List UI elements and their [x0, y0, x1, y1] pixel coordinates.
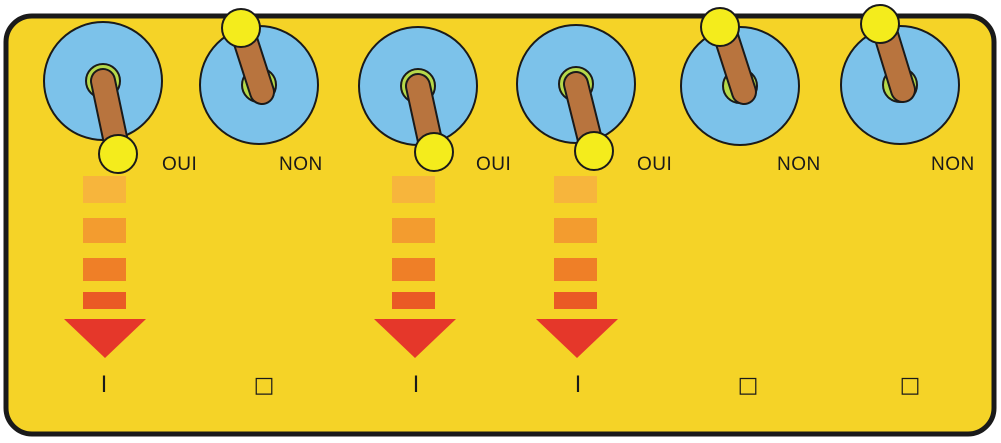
binary-digit: I — [575, 373, 582, 398]
switch-label: OUI — [637, 154, 672, 175]
lever-knob — [221, 8, 261, 48]
arrow-band-3 — [392, 258, 435, 281]
arrow-band-3 — [554, 258, 597, 281]
lever-knob — [98, 134, 138, 174]
binary-digit: □ — [254, 373, 275, 398]
arrow-head — [374, 319, 456, 358]
toggle-switch-6[interactable]: NON □ — [840, 4, 975, 398]
arrow-band-4 — [554, 292, 597, 309]
toggle-switch-4[interactable]: OUI I — [516, 24, 672, 398]
switch-label: NON — [931, 154, 975, 175]
arrow-band-4 — [83, 292, 126, 309]
toggle-switch-5[interactable]: NON □ — [680, 7, 821, 398]
binary-digit: I — [413, 373, 420, 398]
arrow-band-2 — [392, 218, 435, 243]
arrow-band-1 — [392, 176, 435, 203]
arrow-band-1 — [83, 176, 126, 203]
toggle-switch-3[interactable]: OUI I — [358, 26, 511, 398]
binary-digit: □ — [738, 373, 759, 398]
lever-knob — [574, 131, 614, 171]
lever-knob — [700, 7, 740, 47]
arrow-band-1 — [554, 176, 597, 203]
down-arrow — [64, 176, 146, 358]
switch-label: NON — [777, 154, 821, 175]
arrow-head — [536, 319, 618, 358]
lever-knob — [414, 132, 454, 172]
toggle-switch-1[interactable]: OUI I — [43, 21, 197, 398]
switch-label: NON — [279, 154, 323, 175]
down-arrow — [536, 176, 618, 358]
arrow-band-3 — [83, 258, 126, 281]
arrow-band-2 — [83, 218, 126, 243]
arrow-band-4 — [392, 292, 435, 309]
toggle-switch-2[interactable]: NON □ — [199, 8, 323, 398]
lever-knob — [860, 4, 900, 44]
arrow-head — [64, 319, 146, 358]
switch-label: OUI — [476, 154, 511, 175]
down-arrow — [374, 176, 456, 358]
binary-digit: I — [101, 373, 108, 398]
arrow-band-2 — [554, 218, 597, 243]
switch-label: OUI — [162, 154, 197, 175]
binary-digit: □ — [900, 373, 921, 398]
